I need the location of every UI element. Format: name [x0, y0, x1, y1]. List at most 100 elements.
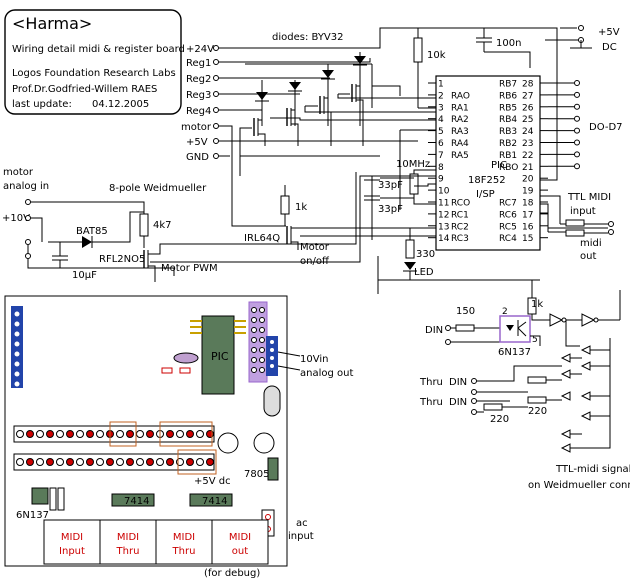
- board-connector-pin: [86, 458, 94, 466]
- motor-onoff-line-2: on/off: [300, 256, 330, 267]
- pic-pin-13-number: 13: [438, 222, 449, 232]
- board-pic-label: PIC: [211, 350, 229, 363]
- board-connector-pin: [46, 458, 54, 466]
- resistor-4k7-label: 4k7: [153, 220, 172, 231]
- board-connector-pin: [116, 430, 124, 438]
- board-opto-label: 6N137: [16, 510, 49, 521]
- pic-pin-14-name: RC3: [451, 234, 469, 244]
- pic-pin-15-number: 15: [522, 234, 533, 244]
- thru2-label: Thru: [419, 397, 443, 408]
- rail-labels: +24V Reg1 Reg2 Reg3 Reg4 motor +5V GND: [181, 44, 214, 163]
- pic-pin-12-number: 12: [438, 210, 449, 220]
- board-7805-label: 7805: [244, 469, 269, 480]
- pic-pin-28-number: 28: [522, 80, 534, 90]
- pullup-section: 10k 100n +5V DC: [380, 25, 620, 181]
- pic-pin-2-name: RAO: [451, 91, 470, 101]
- motor-in-line-1: motor: [3, 167, 34, 178]
- crystal-symbol: [409, 173, 419, 195]
- crystal-section: 10MHz 33pF 33pF: [364, 159, 436, 240]
- pic-pin-25-name: RB4: [499, 115, 517, 125]
- resistor-1k-label: 1k: [295, 202, 307, 213]
- title-line-2: Logos Foundation Research Labs: [12, 68, 176, 79]
- r220b-label: 220: [528, 406, 547, 417]
- diode-reg3: [289, 82, 301, 90]
- pic-pin-2-number: 2: [438, 91, 444, 101]
- board-7414-1-label: 7414: [124, 496, 149, 507]
- data-bus-terminal: [574, 103, 580, 110]
- data-bus-terminal: [574, 139, 580, 146]
- pic-pin-7-number: 7: [438, 151, 444, 161]
- board-connector-pin: [96, 458, 104, 466]
- cap-33pf-a-label: 33pF: [378, 180, 403, 191]
- midi-box-line-2: Thru: [116, 546, 140, 557]
- pic-pin-5-name: RA3: [451, 127, 469, 137]
- midi-box-line-2: Input: [59, 546, 85, 557]
- board-connector-pin: [46, 430, 54, 438]
- pic-name-2: 18F252: [468, 175, 506, 186]
- pic-pin-21-name: RBO: [499, 163, 518, 173]
- thru1-label: Thru: [419, 377, 443, 388]
- diode-reg4: [256, 92, 268, 100]
- pic-pin-24-name: RB3: [499, 127, 517, 137]
- midi-box-line-1: MIDI: [229, 532, 251, 543]
- board-connector-pin: [66, 430, 74, 438]
- din-r1k-label: 1k: [531, 299, 543, 310]
- board-large-cap-2: [253, 432, 275, 454]
- led-resistor: [405, 239, 415, 259]
- pic-pin-11-number: 11: [438, 199, 449, 209]
- midi-box: [211, 519, 269, 565]
- motor-onoff-line-1: Motor: [300, 242, 330, 253]
- cap-10uf-label: 10µF: [72, 270, 97, 281]
- pic-pin-6-number: 6: [438, 139, 444, 149]
- pic-pin-4-number: 4: [438, 115, 444, 125]
- pic-pin-12-name: RC1: [451, 210, 469, 220]
- board-10vin-label: 10Vin: [300, 354, 328, 365]
- pic-pin-5-number: 5: [438, 127, 444, 137]
- pic-pin-22-name: RB1: [499, 151, 517, 161]
- mosfet-reg3: [319, 96, 332, 146]
- pic-pin-18-name: RC7: [499, 199, 517, 209]
- pic-pin-25-number: 25: [522, 115, 533, 125]
- motor-onoff-section: 1k IRL64Q Motor on/off: [244, 185, 436, 267]
- board-connector-pin: [136, 458, 144, 466]
- update-label: last update:: [12, 99, 72, 110]
- pic-pin-23-name: RB2: [499, 139, 517, 149]
- opto-label: 6N137: [498, 347, 531, 358]
- board-connector-pin: [126, 430, 134, 438]
- motor-in-line-2: analog in: [3, 181, 49, 192]
- analog-in-terminal: [25, 199, 31, 205]
- board-connector-pin: [126, 458, 134, 466]
- board-connector-pin: [186, 430, 194, 438]
- rail-gnd-label: GND: [186, 152, 209, 163]
- rail-reg2-label: Reg2: [186, 74, 211, 85]
- title-text: <Harma>: [12, 14, 92, 33]
- ttl-footer-line-2: on Weidmueller connectors: [528, 480, 630, 491]
- pic-pin-21-number: 21: [522, 163, 533, 173]
- data-bus-terminal: [574, 163, 580, 170]
- pic-pin-13-name: RC2: [451, 222, 469, 232]
- title-line-1: Wiring detail midi & register board: [12, 44, 185, 55]
- board-connector-pin: [176, 430, 184, 438]
- bat85-diode: [82, 236, 92, 248]
- diodes-label: diodes: BYV32: [272, 32, 344, 43]
- board-connector-pin: [186, 458, 194, 466]
- board-7414-2-label: 7414: [202, 496, 227, 507]
- led-icon: [404, 262, 416, 270]
- board-7805: [267, 457, 279, 481]
- diode-reg1: [354, 56, 366, 64]
- board-connector-pin: [56, 458, 64, 466]
- reg-mosfets: [239, 84, 380, 176]
- diode-reg2: [322, 70, 334, 78]
- board-connector-pin: [86, 430, 94, 438]
- mosfet-reg4: [351, 84, 364, 146]
- pic-pin-16-number: 16: [522, 222, 534, 232]
- board-opto: [31, 487, 49, 505]
- r220a-label: 220: [490, 414, 509, 425]
- rail-reg4-label: Reg4: [186, 106, 211, 117]
- board-connector-pin: [76, 458, 84, 466]
- pic-pin-6-name: RA4: [451, 139, 469, 149]
- pic-pin-3-name: RA1: [451, 103, 469, 113]
